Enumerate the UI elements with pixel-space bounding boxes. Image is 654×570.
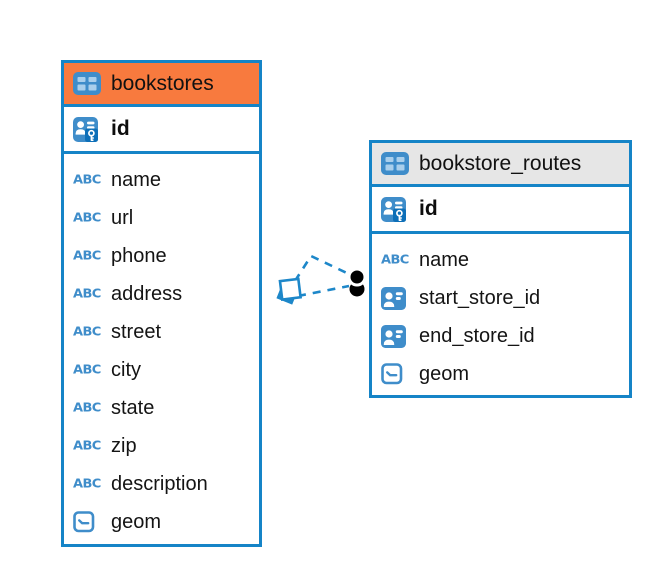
column-label: geom (419, 362, 470, 385)
column-row-address[interactable]: ABC address (64, 275, 259, 313)
relationship-endpoint-dot[interactable] (347, 267, 367, 287)
table-grid-icon (73, 72, 101, 95)
column-label: state (111, 396, 155, 419)
column-row-id[interactable]: id (64, 107, 259, 154)
column-row-zip[interactable]: ABC zip (64, 427, 259, 465)
geometry-type-icon (73, 511, 95, 533)
text-type-icon: ABC (73, 249, 101, 263)
table-title: bookstores (111, 71, 214, 95)
column-row-id[interactable]: id (372, 187, 629, 234)
foreign-key-icon (381, 324, 406, 348)
column-label: zip (111, 434, 137, 457)
primary-key-icon (73, 116, 98, 142)
column-row-phone[interactable]: ABC phone (64, 237, 259, 275)
text-type-icon: ABC (73, 325, 101, 339)
column-row-geom[interactable]: geom (372, 355, 629, 393)
column-label: start_store_id (419, 286, 541, 309)
column-list: ABC name ABC url ABC phone ABC address A… (64, 154, 259, 541)
table-bookstore-routes[interactable]: bookstore_routes id ABC name start_store… (369, 140, 632, 398)
column-label: city (111, 358, 141, 381)
column-label: geom (111, 510, 162, 533)
column-label: end_store_id (419, 324, 535, 347)
relationship-endpoint-dot[interactable] (349, 281, 365, 297)
column-label: id (111, 117, 130, 140)
text-type-icon: ABC (73, 173, 101, 187)
column-row-city[interactable]: ABC city (64, 351, 259, 389)
column-row-state[interactable]: ABC state (64, 389, 259, 427)
column-row-street[interactable]: ABC street (64, 313, 259, 351)
column-label: phone (111, 244, 167, 267)
relationship-endpoint-diamond[interactable] (276, 277, 303, 305)
column-label: street (111, 320, 162, 343)
column-row-description[interactable]: ABC description (64, 465, 259, 503)
column-list: ABC name start_store_id end_store_id geo… (372, 234, 629, 393)
table-header[interactable]: bookstores (64, 63, 259, 107)
column-label: id (419, 197, 438, 220)
relationship-line[interactable] (297, 284, 350, 298)
column-label: url (111, 206, 134, 229)
text-type-icon: ABC (73, 363, 101, 377)
text-type-icon: ABC (73, 401, 101, 415)
column-row-start-store-id[interactable]: start_store_id (372, 279, 629, 317)
table-header[interactable]: bookstore_routes (372, 143, 629, 187)
column-row-end-store-id[interactable]: end_store_id (372, 317, 629, 355)
column-label: address (111, 282, 183, 305)
text-type-icon: ABC (73, 287, 101, 301)
column-row-name[interactable]: ABC name (64, 161, 259, 199)
text-type-icon: ABC (73, 477, 101, 491)
column-row-name[interactable]: ABC name (372, 241, 629, 279)
column-label: description (111, 472, 208, 495)
foreign-key-icon (381, 286, 406, 310)
table-grid-icon (381, 152, 409, 175)
text-type-icon: ABC (381, 253, 409, 267)
column-row-url[interactable]: ABC url (64, 199, 259, 237)
table-title: bookstore_routes (419, 151, 582, 175)
geometry-type-icon (381, 363, 403, 385)
table-bookstores[interactable]: bookstores id ABC name ABC url ABC phone… (61, 60, 262, 547)
column-label: name (111, 168, 162, 191)
column-label: name (419, 248, 470, 271)
primary-key-icon (381, 196, 406, 222)
relationship-line[interactable] (293, 254, 352, 282)
text-type-icon: ABC (73, 211, 101, 225)
text-type-icon: ABC (73, 439, 101, 453)
column-row-geom[interactable]: geom (64, 503, 259, 541)
